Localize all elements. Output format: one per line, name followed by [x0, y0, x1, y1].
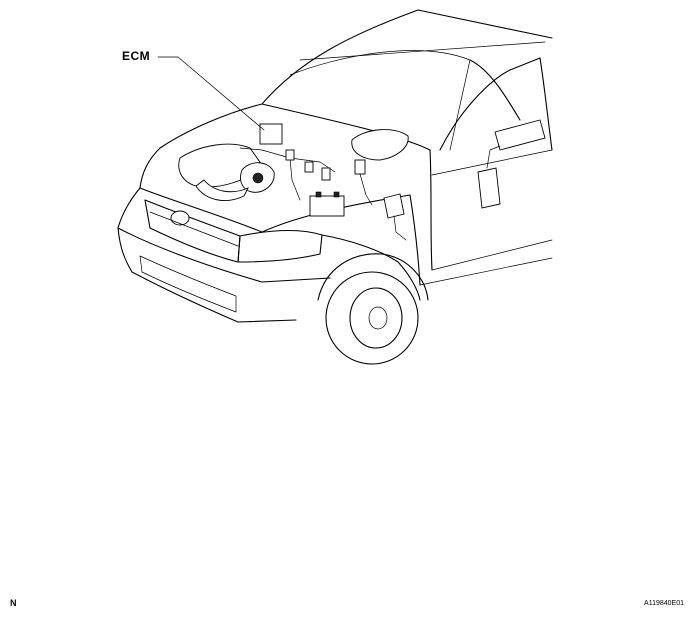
sensor-3	[321, 167, 331, 181]
grille-outline	[144, 199, 241, 263]
roof-rear-line	[417, 9, 553, 39]
battery-terminal	[315, 191, 322, 198]
front-tire	[325, 271, 419, 365]
battery-terminal-2	[333, 191, 340, 198]
air-intake-pipe	[195, 179, 249, 201]
door-belt-line	[431, 149, 553, 176]
relay-block	[383, 193, 405, 219]
door-lower-line	[431, 239, 553, 271]
sensor-4	[354, 159, 366, 175]
front-rim	[349, 287, 403, 349]
ecm-leader-line	[157, 56, 265, 131]
corner-letter: N	[10, 598, 17, 608]
ecm-callout-label: ECM	[122, 49, 151, 63]
ecm-box	[259, 123, 283, 145]
pedal-lead	[486, 145, 501, 169]
sensor-harness-2	[289, 157, 301, 201]
cabin-module	[494, 119, 546, 151]
sensor-1	[285, 149, 295, 161]
bumper-bottom	[131, 271, 297, 323]
hood-front-edge	[139, 187, 263, 233]
windshield-top	[289, 50, 471, 151]
sensor-lead-4	[359, 173, 373, 206]
wheel-arch	[317, 253, 429, 301]
door-window-frame	[439, 57, 553, 151]
roof-outline	[261, 9, 419, 105]
emblem	[170, 210, 190, 226]
throttle-bore	[252, 172, 264, 184]
bumper-intake	[139, 255, 237, 313]
hood-outline	[139, 103, 263, 189]
door-front-edge	[429, 149, 433, 271]
sensor-2	[304, 161, 314, 173]
battery	[309, 195, 345, 217]
headlight	[237, 230, 323, 263]
a-pillar	[469, 59, 521, 121]
front-hub	[368, 306, 388, 330]
relay-lead	[393, 215, 407, 241]
windshield-bottom	[261, 103, 431, 151]
hood-scoop	[351, 129, 409, 161]
pedal-assembly	[477, 167, 501, 209]
figure-code: A119840E01	[644, 600, 684, 607]
rocker-line	[419, 257, 553, 286]
fender-side	[409, 194, 421, 286]
grille-bar	[149, 211, 239, 247]
fender-arch	[321, 234, 421, 301]
bumper-top	[117, 227, 331, 283]
